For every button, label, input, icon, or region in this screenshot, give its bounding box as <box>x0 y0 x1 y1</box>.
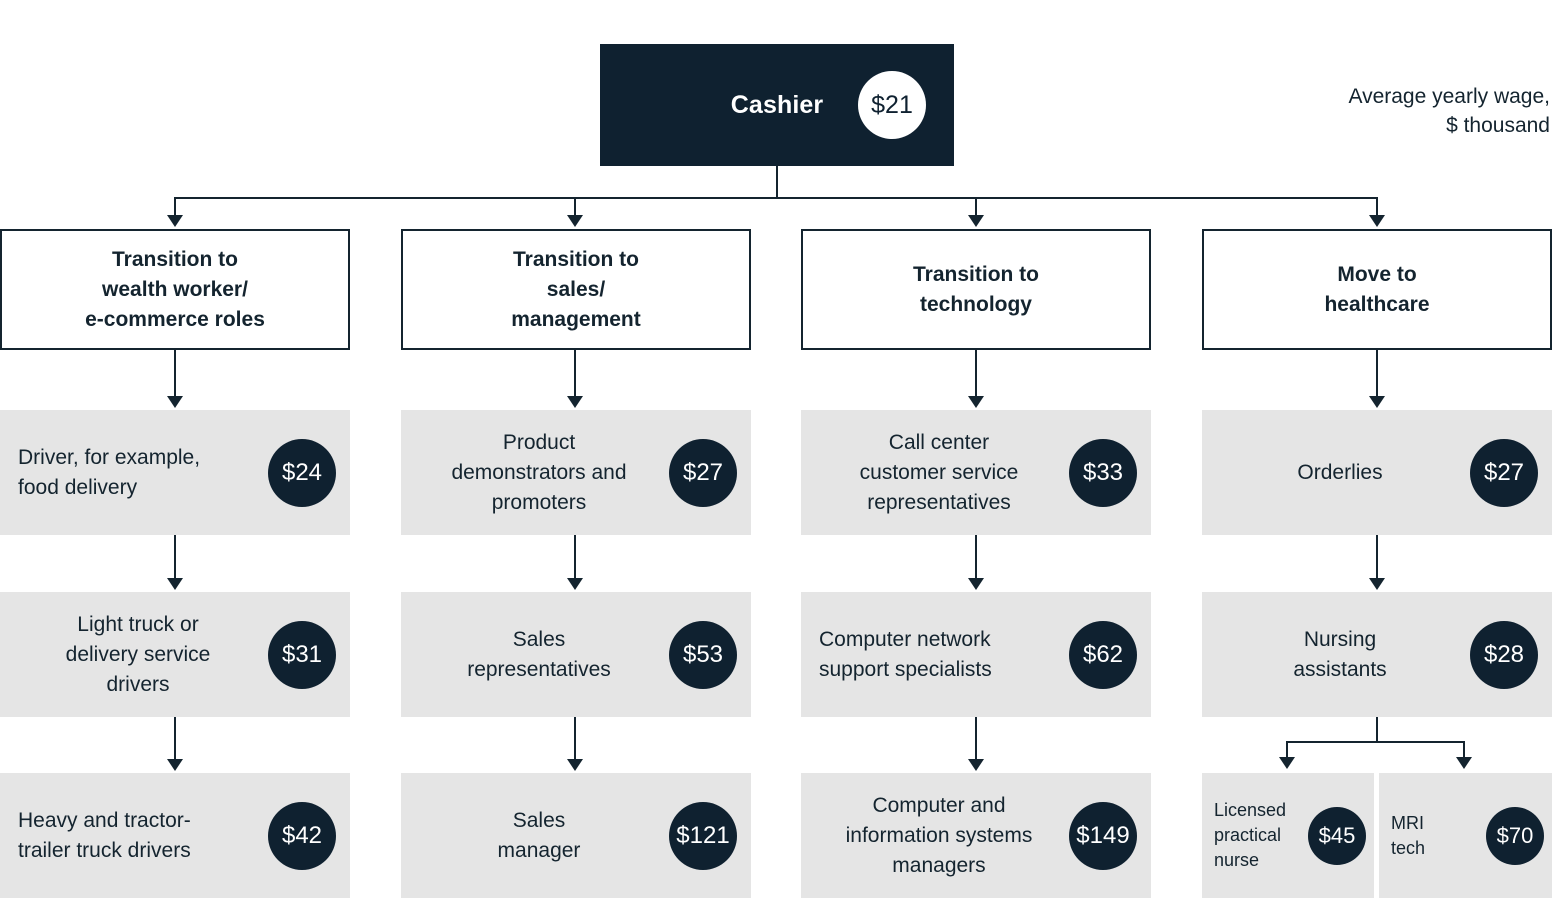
role-label: Orderlies <box>1297 460 1383 484</box>
root-wage-badge: $21 <box>858 71 926 139</box>
arrow-cat2-row1 <box>567 396 583 408</box>
connector-col4-split-stem <box>1376 717 1378 743</box>
arrow-cat4-row1 <box>1369 396 1385 408</box>
category-box-sales-management[interactable]: Transition to sales/ management <box>401 229 751 350</box>
role-box-sales-representatives[interactable]: Sales representatives $53 <box>401 592 751 717</box>
arrow-col3-row2 <box>968 578 984 590</box>
arrow-col1 <box>167 215 183 227</box>
arrow-col2-row3 <box>567 759 583 771</box>
role-wage-badge: $70 <box>1486 806 1544 865</box>
connector-col4-row1-row2 <box>1376 535 1378 580</box>
role-label: Sales representatives <box>467 627 611 681</box>
arrow-col1-row3 <box>167 759 183 771</box>
role-box-licensed-practical-nurse[interactable]: Licensed practical nurse $45 <box>1202 773 1374 898</box>
role-box-product-demonstrators[interactable]: Product demonstrators and promoters $27 <box>401 410 751 535</box>
role-box-driver-food-delivery[interactable]: Driver, for example, food delivery $24 <box>0 410 350 535</box>
connector-drop-col4 <box>1376 197 1378 217</box>
role-label: Light truck or delivery service drivers <box>65 612 211 696</box>
role-label: Heavy and tractor- trailer truck drivers <box>18 808 191 862</box>
connector-cat2-row1 <box>574 350 576 398</box>
arrow-cat1-row1 <box>167 396 183 408</box>
role-label: MRI tech <box>1391 812 1426 858</box>
connector-cat1-row1 <box>174 350 176 398</box>
arrow-col4-split-left <box>1279 757 1295 769</box>
category-label: Transition to technology <box>913 262 1039 316</box>
connector-col3-row2-row3 <box>975 717 977 761</box>
role-box-mri-tech[interactable]: MRI tech $70 <box>1379 773 1552 898</box>
role-wage-badge: $121 <box>669 801 737 870</box>
role-box-nursing-assistants[interactable]: Nursing assistants $28 <box>1202 592 1552 717</box>
arrow-col4-split-right <box>1456 757 1472 769</box>
connector-drop-col3 <box>975 197 977 217</box>
role-box-computer-information-systems-managers[interactable]: Computer and information systems manager… <box>801 773 1151 898</box>
connector-col4-split-bus <box>1287 741 1465 743</box>
role-box-heavy-tractor-trailer-drivers[interactable]: Heavy and tractor- trailer truck drivers… <box>0 773 350 898</box>
role-wage-badge: $53 <box>669 620 737 689</box>
role-label: Product demonstrators and promoters <box>451 430 627 514</box>
role-wage-badge: $31 <box>268 620 336 689</box>
root-node-label: Cashier <box>730 90 824 119</box>
role-wage-badge: $149 <box>1069 801 1137 870</box>
role-label: Call center customer service representat… <box>859 430 1019 514</box>
arrow-cat3-row1 <box>968 396 984 408</box>
role-box-light-truck-drivers[interactable]: Light truck or delivery service drivers … <box>0 592 350 717</box>
category-box-healthcare[interactable]: Move to healthcare <box>1202 229 1552 350</box>
arrow-col2 <box>567 215 583 227</box>
role-wage-badge: $33 <box>1069 438 1137 507</box>
connector-drop-col2 <box>574 197 576 217</box>
role-wage-badge: $62 <box>1069 620 1137 689</box>
arrow-col4-row2 <box>1369 578 1385 590</box>
legend-line-1: Average yearly wage, <box>1348 85 1550 108</box>
role-label: Nursing assistants <box>1293 627 1387 681</box>
role-label: Sales manager <box>497 808 581 862</box>
connector-root-stem <box>776 166 778 199</box>
connector-col3-row1-row2 <box>975 535 977 580</box>
role-wage-badge: $27 <box>1470 438 1538 507</box>
arrow-col4 <box>1369 215 1385 227</box>
category-label: Transition to wealth worker/ e-commerce … <box>85 247 265 331</box>
connector-col4-split-left-drop <box>1286 741 1288 759</box>
connector-col1-row2-row3 <box>174 717 176 761</box>
role-wage-badge: $45 <box>1308 806 1366 865</box>
category-label: Move to healthcare <box>1324 262 1430 316</box>
role-label: Computer network support specialists <box>819 627 992 681</box>
connector-col4-split-right-drop <box>1463 741 1465 759</box>
role-box-call-center-csr[interactable]: Call center customer service representat… <box>801 410 1151 535</box>
connector-col2-row1-row2 <box>574 535 576 580</box>
category-box-technology[interactable]: Transition to technology <box>801 229 1151 350</box>
connector-root-bus <box>175 197 1378 199</box>
connector-drop-col1 <box>174 197 176 217</box>
role-box-sales-manager[interactable]: Sales manager $121 <box>401 773 751 898</box>
role-wage-badge: $42 <box>268 801 336 870</box>
role-label: Driver, for example, food delivery <box>18 445 201 499</box>
connector-cat4-row1 <box>1376 350 1378 398</box>
role-wage-badge: $24 <box>268 438 336 507</box>
role-box-orderlies[interactable]: Orderlies $27 <box>1202 410 1552 535</box>
role-label: Licensed practical nurse <box>1214 800 1287 870</box>
role-wage-badge: $27 <box>669 438 737 507</box>
connector-cat3-row1 <box>975 350 977 398</box>
arrow-col3-row3 <box>968 759 984 771</box>
legend: Average yearly wage, $ thousand <box>1130 82 1550 140</box>
role-label: Computer and information systems manager… <box>845 793 1033 877</box>
role-wage-badge: $28 <box>1470 620 1538 689</box>
connector-col2-row2-row3 <box>574 717 576 761</box>
arrow-col2-row2 <box>567 578 583 590</box>
connector-col1-row1-row2 <box>174 535 176 580</box>
category-label: Transition to sales/ management <box>511 247 641 331</box>
category-box-wealth-ecommerce[interactable]: Transition to wealth worker/ e-commerce … <box>0 229 350 350</box>
role-box-computer-network-support[interactable]: Computer network support specialists $62 <box>801 592 1151 717</box>
arrow-col3 <box>968 215 984 227</box>
legend-line-2: $ thousand <box>1446 114 1550 137</box>
arrow-col1-row2 <box>167 578 183 590</box>
root-node-cashier[interactable]: Cashier $21 <box>600 44 954 166</box>
